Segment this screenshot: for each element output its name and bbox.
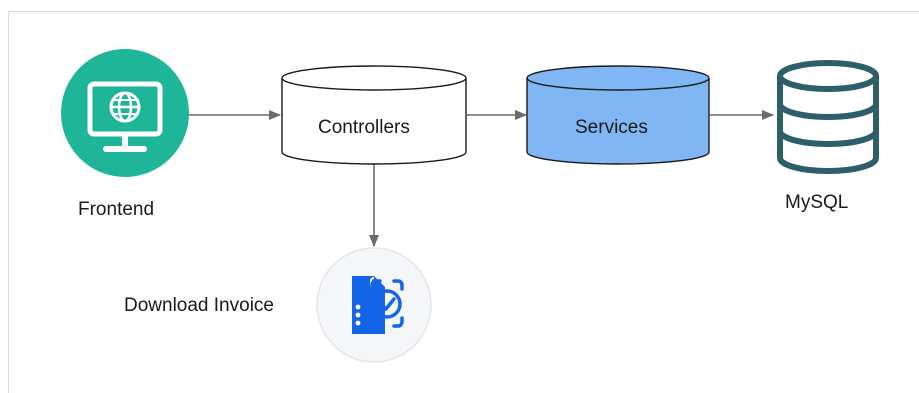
frame-border-top	[8, 11, 919, 12]
controllers-label: Controllers	[318, 117, 410, 138]
invoice-check-icon[interactable]	[316, 247, 432, 363]
controllers-cylinder[interactable]	[281, 65, 467, 165]
services-label: Services	[575, 117, 648, 138]
download-invoice-label: Download Invoice	[124, 295, 274, 316]
services-cylinder[interactable]	[526, 65, 710, 165]
mysql-label: MySQL	[785, 192, 849, 213]
database-icon	[777, 60, 879, 174]
frame-border-left	[8, 11, 9, 393]
frontend-label: Frontend	[78, 199, 155, 220]
monitor-globe-icon	[61, 49, 189, 177]
